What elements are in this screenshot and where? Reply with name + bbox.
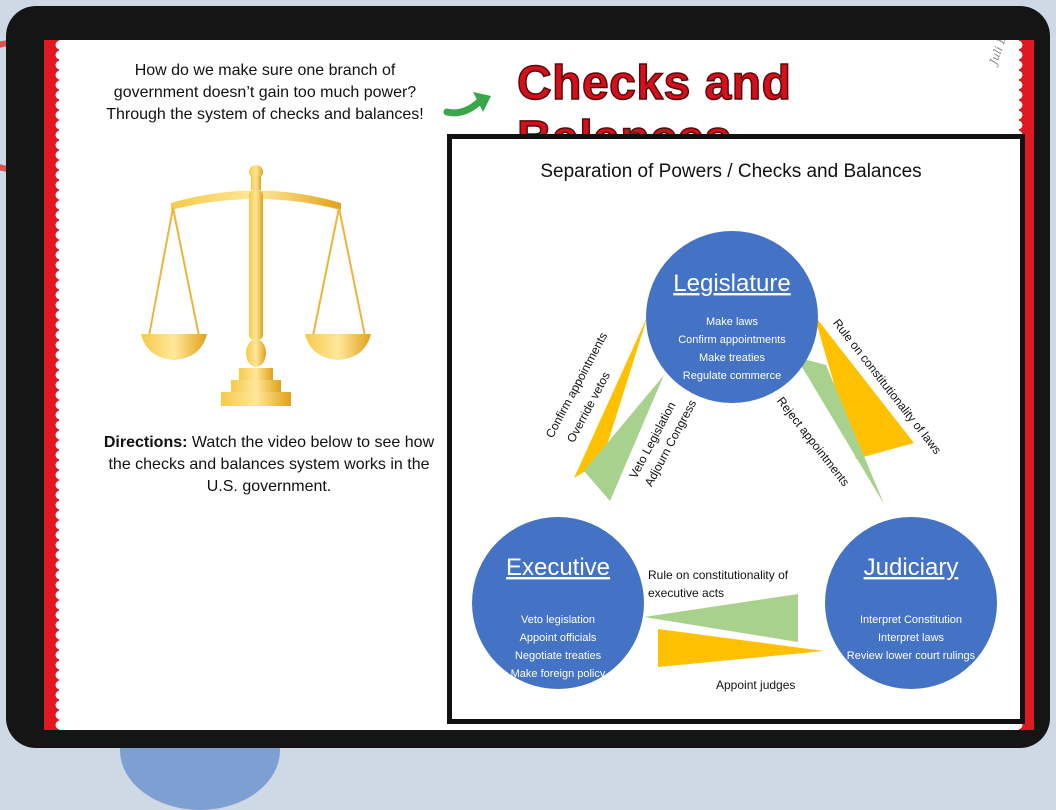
judiciary-power: Interpret laws xyxy=(878,632,945,644)
judiciary-power: Review lower court rulings xyxy=(847,650,976,662)
executive-power: Make foreign policy xyxy=(511,668,606,680)
checks-and-balances-diagram: Separation of Powers / Checks and Balanc… xyxy=(447,134,1025,724)
diagram-heading: Separation of Powers / Checks and Balanc… xyxy=(540,161,921,182)
intro-question: How do we make sure one branch of govern… xyxy=(95,60,435,126)
executive-name: Executive xyxy=(506,554,610,581)
scales-of-justice-icon xyxy=(141,165,371,406)
intro-line: government doesn’t gain too much power? xyxy=(113,84,417,101)
legislature-power: Make treaties xyxy=(699,352,766,364)
check-label-appoint-judges: Appoint judges xyxy=(716,678,795,692)
executive-power: Negotiate treaties xyxy=(515,650,602,662)
check-triangle-exec-to-jud xyxy=(658,629,824,667)
legislature-power: Make laws xyxy=(706,316,758,328)
judiciary-power: Interpret Constitution xyxy=(860,614,962,626)
directions-label: Directions: xyxy=(103,434,188,451)
judiciary-circle xyxy=(825,517,997,689)
tablet-frame: How do we make sure one branch of govern… xyxy=(6,6,1050,748)
check-triangle-jud-to-exec xyxy=(644,594,798,642)
check-triangle-exec-to-leg xyxy=(584,375,664,501)
check-label-rule-exec-acts-line2: executive acts xyxy=(648,586,724,600)
check-label-rule-exec-acts-line1: Rule on constitutionality of xyxy=(648,568,789,582)
judiciary-name: Judiciary xyxy=(864,554,959,581)
intro-line: How do we make sure one branch of xyxy=(134,62,396,79)
slide: How do we make sure one branch of govern… xyxy=(44,40,1034,730)
green-arrow-icon xyxy=(443,92,491,117)
legislature-power: Confirm appointments xyxy=(678,334,786,346)
executive-power: Veto legislation xyxy=(521,614,595,626)
scalloped-border-left xyxy=(44,40,60,730)
check-triangle-leg-to-jud xyxy=(796,357,884,504)
legislature-power: Regulate commerce xyxy=(683,370,781,382)
legislature-name: Legislature xyxy=(673,270,790,297)
executive-power: Appoint officials xyxy=(520,632,597,644)
intro-line: Through the system of checks and balance… xyxy=(106,106,424,123)
check-triangle-leg-to-exec xyxy=(574,315,648,478)
directions-body: Watch the video below to see how the che… xyxy=(108,434,435,495)
directions-text: Directions: Watch the video below to see… xyxy=(99,432,439,498)
slide-paper: How do we make sure one branch of govern… xyxy=(59,40,1025,730)
check-triangle-jud-to-leg xyxy=(814,315,914,459)
legislature-circle xyxy=(646,231,818,403)
executive-circle xyxy=(472,517,644,689)
